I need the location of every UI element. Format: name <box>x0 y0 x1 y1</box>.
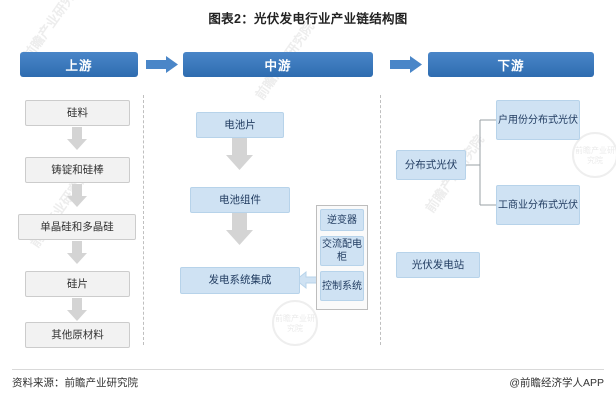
node-downstream-branch-0: 户用份分布式光伏 <box>496 100 580 140</box>
node-downstream-category-0: 分布式光伏 <box>396 150 466 180</box>
band-arrow-2 <box>390 56 422 73</box>
divider-upstream-midstream <box>143 95 144 345</box>
band-upstream: 上游 <box>20 52 138 77</box>
node-component-1: 交流配电柜 <box>320 236 364 266</box>
node-midstream-2: 发电系统集成 <box>180 267 300 294</box>
node-downstream-category-1: 光伏发电站 <box>396 252 480 278</box>
node-upstream-2: 单晶硅和多晶硅 <box>18 214 136 240</box>
node-upstream-3: 硅片 <box>25 271 130 297</box>
band-downstream: 下游 <box>428 52 594 77</box>
downstream-bracket <box>466 119 496 206</box>
band-midstream: 中游 <box>183 52 373 77</box>
brand-note: @前瞻经济学人APP <box>509 377 604 389</box>
node-upstream-1: 铸锭和硅棒 <box>25 157 130 183</box>
page-title: 图表2：光伏发电行业产业链结构图 <box>208 12 408 26</box>
node-component-0: 逆变器 <box>320 209 364 231</box>
upstream-arrows <box>67 127 87 321</box>
node-upstream-0: 硅料 <box>25 100 130 126</box>
node-downstream-branch-1: 工商业分布式光伏 <box>496 185 580 225</box>
footer-divider <box>12 369 604 370</box>
source-note: 资料来源：前瞻产业研究院 <box>12 377 138 389</box>
band-arrow-1 <box>146 56 178 73</box>
node-midstream-0: 电池片 <box>196 112 284 138</box>
node-component-2: 控制系统 <box>320 271 364 301</box>
midstream-arrows <box>226 138 253 245</box>
divider-midstream-downstream <box>380 95 381 345</box>
node-midstream-1: 电池组件 <box>190 187 290 213</box>
node-upstream-4: 其他原材料 <box>25 322 130 348</box>
